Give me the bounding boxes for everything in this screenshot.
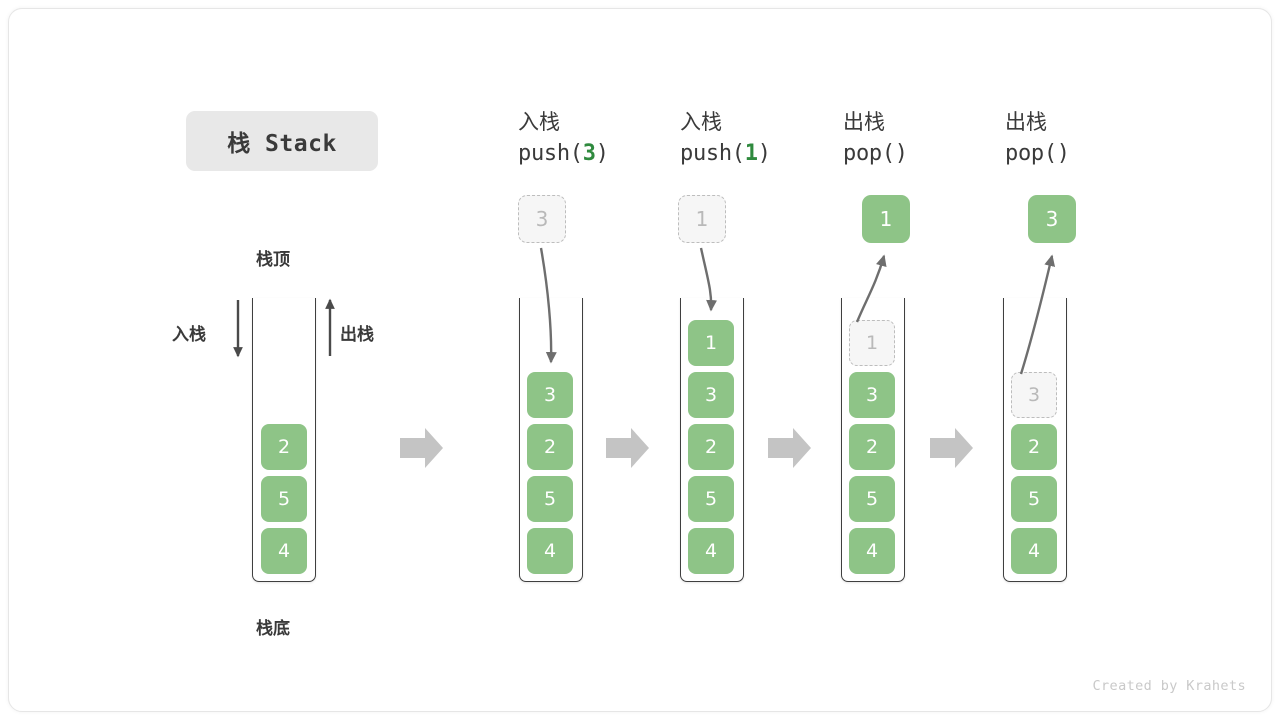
column-header-cn: 入栈	[518, 110, 560, 134]
stack-cell: 5	[688, 476, 734, 522]
column-header-code: push(3)	[518, 140, 609, 166]
stack-cell: 5	[1011, 476, 1057, 522]
column-header-pop-2: 出栈 pop()	[1005, 108, 1070, 169]
stack-top-label: 栈顶	[256, 250, 290, 270]
column-header-cn: 出栈	[1005, 110, 1047, 134]
stack-cell: 4	[261, 528, 307, 574]
column-header-cn: 出栈	[843, 110, 885, 134]
push-value: 1	[744, 140, 758, 166]
stack-cell: 1	[688, 320, 734, 366]
pop-direction-label: 出栈	[340, 325, 374, 345]
incoming-ghost-cell: 1	[678, 195, 726, 243]
column-header-push-1: 入栈 push(1)	[680, 108, 771, 169]
push-direction-label: 入栈	[172, 325, 206, 345]
stack-cell: 2	[527, 424, 573, 470]
popped-cell: 3	[1028, 195, 1076, 243]
stack-cell: 2	[849, 424, 895, 470]
stack-cell: 5	[527, 476, 573, 522]
stack-cell: 3	[688, 372, 734, 418]
stack-cell: 2	[261, 424, 307, 470]
incoming-ghost-cell: 3	[518, 195, 566, 243]
stack-cell: 3	[527, 372, 573, 418]
stack-cell: 5	[261, 476, 307, 522]
stack-cell-ghost: 3	[1011, 372, 1057, 418]
stack-cell: 2	[1011, 424, 1057, 470]
title-badge: 栈 Stack	[186, 111, 378, 171]
stack-cell: 2	[688, 424, 734, 470]
stack-cell: 4	[688, 528, 734, 574]
popped-cell: 1	[862, 195, 910, 243]
stack-cell: 3	[849, 372, 895, 418]
column-header-cn: 入栈	[680, 110, 722, 134]
column-header-pop-1: 出栈 pop()	[843, 108, 908, 169]
column-header-code: pop()	[1005, 140, 1070, 166]
stack-bottom-label: 栈底	[256, 619, 290, 639]
stack-cell: 4	[527, 528, 573, 574]
column-header-push-3: 入栈 push(3)	[518, 108, 609, 169]
stack-cell-ghost: 1	[849, 320, 895, 366]
credit-text: Created by Krahets	[1092, 678, 1246, 694]
stack-cell: 5	[849, 476, 895, 522]
push-value: 3	[582, 140, 596, 166]
stack-cell: 4	[849, 528, 895, 574]
column-header-code: pop()	[843, 140, 908, 166]
stack-cell: 4	[1011, 528, 1057, 574]
column-header-code: push(1)	[680, 140, 771, 166]
